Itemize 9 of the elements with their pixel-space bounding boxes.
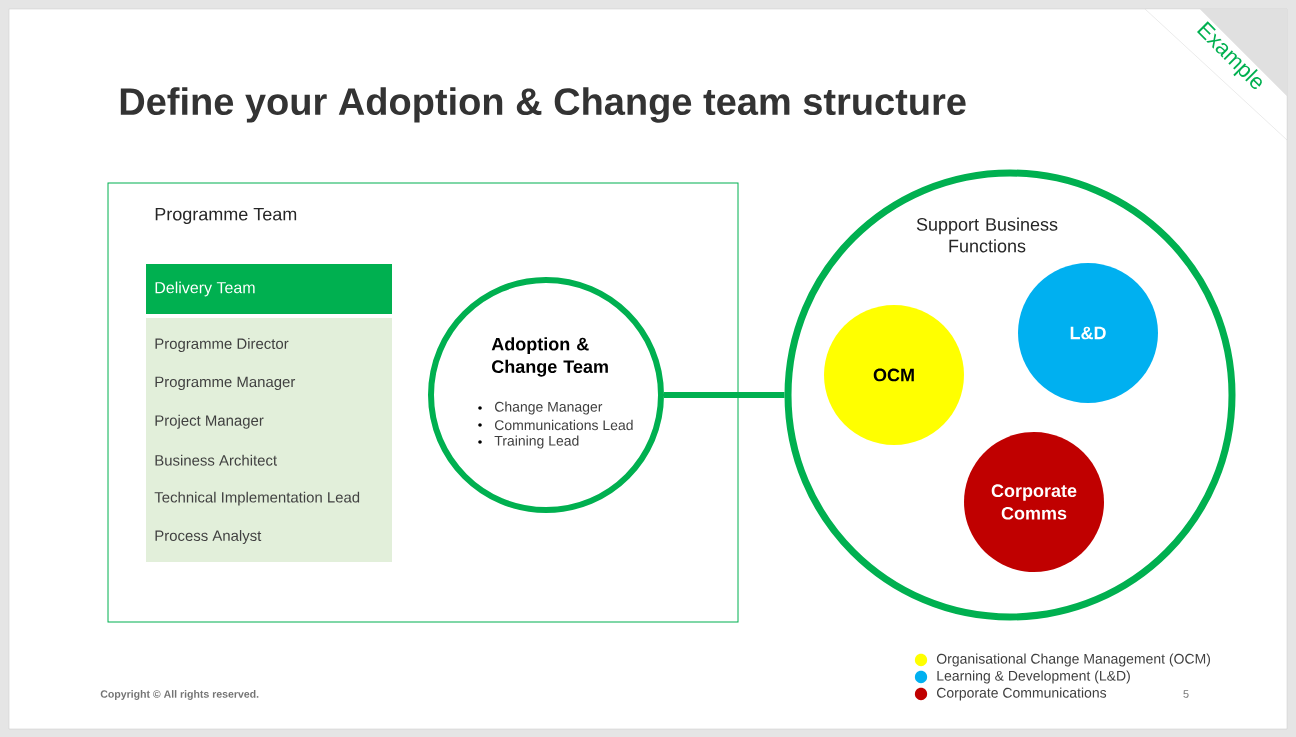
legend-label: Learning & Development (L&D) (937, 670, 1130, 684)
legend-label: Organisational Change Management (OCM) (936, 653, 1211, 667)
page-number: 5 (1183, 690, 1189, 698)
copyright-note: Copyright © All rights reserved. (100, 690, 259, 700)
legend-label: Corporate Communications (937, 687, 1107, 701)
header-bar: Delivery Team (146, 264, 392, 314)
list-panel: Programme Director Programme Manager Project Manager Business Architect Technical Implementation Lead Process Analyst (146, 318, 392, 562)
title: Define your Adoption & Change team structure (120, 87, 966, 123)
connector-line (664, 392, 785, 398)
